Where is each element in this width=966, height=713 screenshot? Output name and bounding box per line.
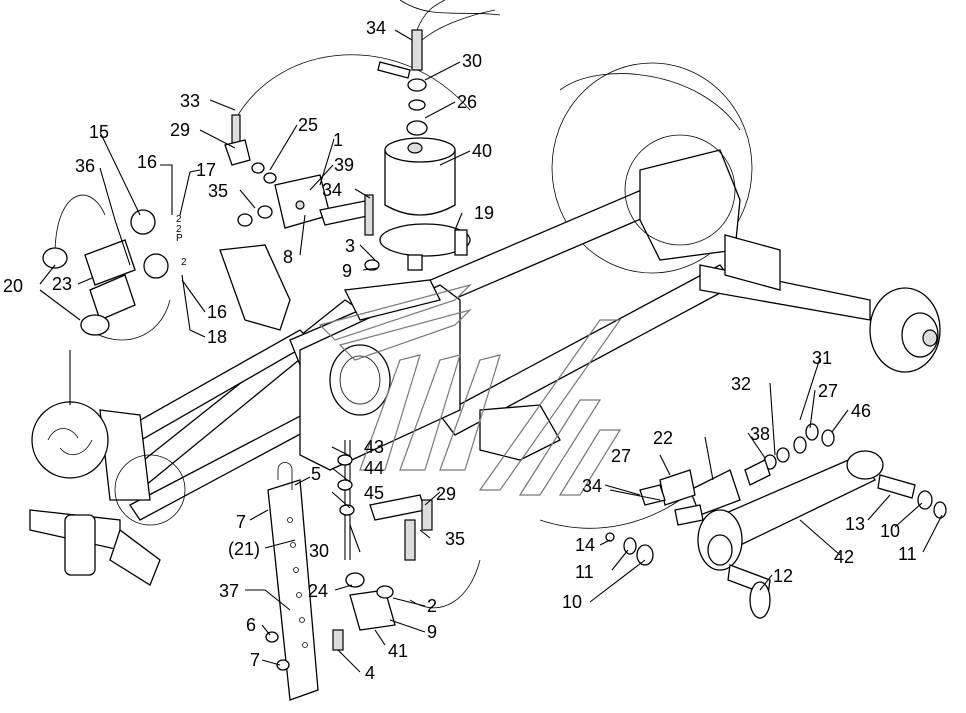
callout-16: 16 <box>207 302 227 322</box>
detail-circle-right <box>624 134 736 246</box>
small-mark-2: 2 <box>176 214 182 225</box>
callout-39: 39 <box>334 155 354 175</box>
callout-7: 7 <box>250 650 260 670</box>
callout-10: 10 <box>562 592 582 612</box>
callout-34: 34 <box>366 18 386 38</box>
callout-35: 35 <box>208 181 228 201</box>
callout-19: 19 <box>474 203 494 223</box>
callout-25: 25 <box>298 115 318 135</box>
callout-16: 16 <box>137 152 157 172</box>
callout-11: 11 <box>898 544 917 564</box>
callout-9: 9 <box>342 261 352 281</box>
callout-41: 41 <box>388 641 408 661</box>
callout-29: 29 <box>170 120 190 140</box>
quick-couplers <box>42 194 171 341</box>
callout-36: 36 <box>75 156 95 176</box>
callout-5: 5 <box>311 464 321 484</box>
callout-13: 13 <box>845 514 865 534</box>
callout-34: 34 <box>582 476 602 496</box>
callout-44: 44 <box>364 458 384 478</box>
callout-8: 8 <box>283 247 293 267</box>
callout-38: 38 <box>750 424 770 444</box>
callout-12: 12 <box>773 566 793 586</box>
callout-31: 31 <box>812 348 832 368</box>
callout-46: 46 <box>851 401 871 421</box>
tank-clamp <box>379 223 471 271</box>
callout-43: 43 <box>364 437 384 457</box>
callout-35: 35 <box>445 529 465 549</box>
callout-11: 11 <box>575 562 594 582</box>
callout-30: 30 <box>462 51 482 71</box>
leader-lines <box>39 29 943 673</box>
callout-34: 34 <box>322 180 342 200</box>
callout-29: 29 <box>436 484 456 504</box>
callout-15: 15 <box>89 122 109 142</box>
callout-4: 4 <box>365 663 375 683</box>
callout-45: 45 <box>364 483 384 503</box>
upper-fittings <box>377 0 496 136</box>
callout-6: 6 <box>246 615 256 635</box>
valve-block <box>224 114 380 271</box>
callout-14: 14 <box>575 535 595 555</box>
trailer-frame <box>29 149 941 586</box>
callout-17: 17 <box>196 160 216 180</box>
detail-circle-hitch <box>114 454 186 526</box>
callout-27: 27 <box>818 381 838 401</box>
callout-24: 24 <box>308 581 328 601</box>
callout-18: 18 <box>207 327 227 347</box>
watermark-logo <box>318 283 622 496</box>
callout-20: 20 <box>3 276 23 296</box>
callout-7: 7 <box>236 512 246 532</box>
callout-42: 42 <box>834 547 854 567</box>
small-mark-p: P <box>176 233 183 244</box>
small-mark-2: 2 <box>181 257 187 268</box>
hydraulic-cylinder <box>605 423 947 619</box>
callout-21: (21) <box>228 539 260 559</box>
callout-37: 37 <box>219 581 239 601</box>
lower-hydraulics <box>337 440 433 631</box>
callout-9: 9 <box>427 622 437 642</box>
callout-3: 3 <box>345 236 355 256</box>
callout-23: 23 <box>52 274 72 294</box>
small-mark-2: 2 <box>176 224 182 235</box>
callout-1: 1 <box>333 130 343 150</box>
callout-40: 40 <box>472 141 492 161</box>
accumulator-tank <box>384 137 456 216</box>
detail-circle-left <box>31 401 109 479</box>
callout-22: 22 <box>653 428 673 448</box>
callout-30: 30 <box>309 541 329 561</box>
callout-26: 26 <box>457 92 477 112</box>
callout-labels: 34 30 26 33 25 29 1 40 15 39 36 16 17 35… <box>3 18 917 683</box>
callout-27: 27 <box>611 446 631 466</box>
callout-10: 10 <box>880 521 900 541</box>
callout-32: 32 <box>731 374 751 394</box>
callout-33: 33 <box>180 91 200 111</box>
callout-2: 2 <box>427 596 437 616</box>
